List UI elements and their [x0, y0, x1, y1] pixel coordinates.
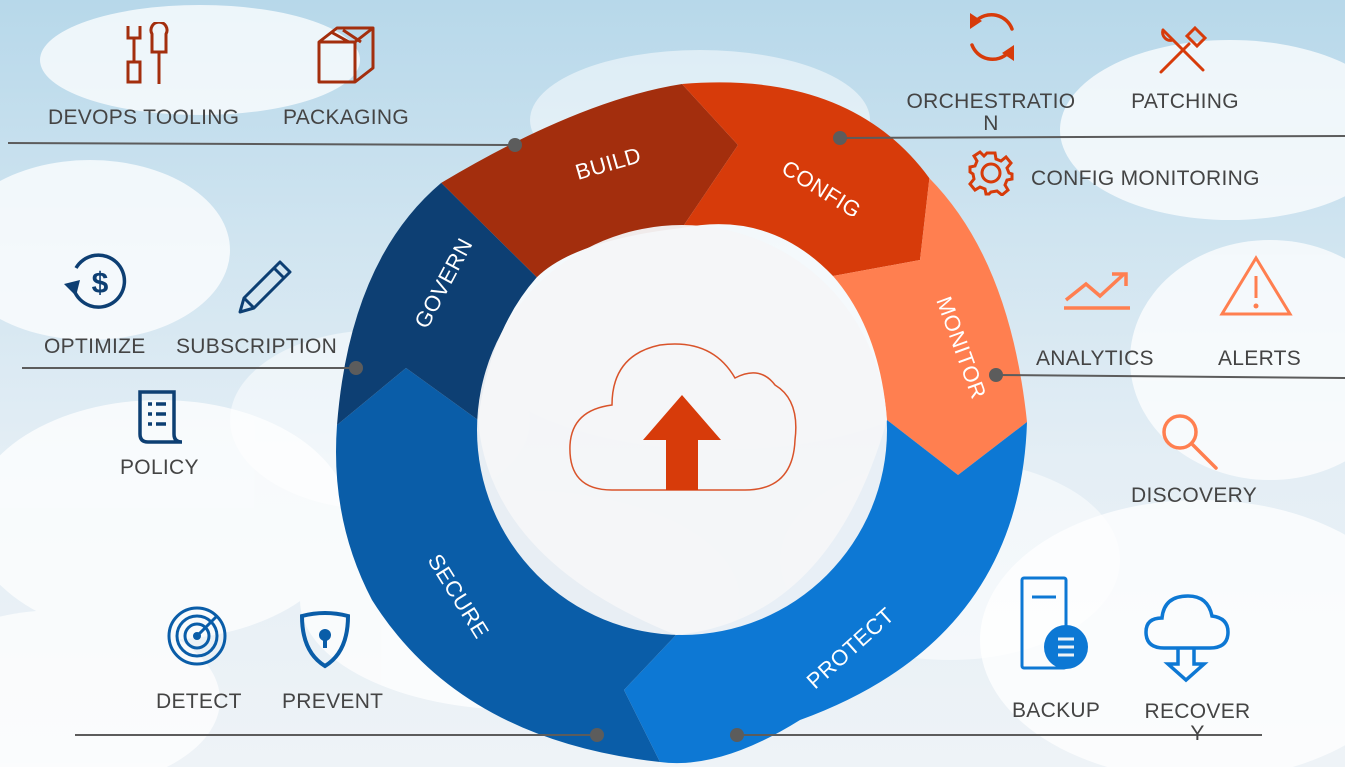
- label-analytics: ANALYTICS: [1036, 347, 1154, 370]
- label-patching: PATCHING: [1131, 90, 1239, 113]
- label-detect: DETECT: [156, 690, 242, 713]
- connector-dot-build: [508, 138, 522, 152]
- label-devops-tooling: DEVOPS TOOLING: [48, 106, 240, 129]
- label-packaging: PACKAGING: [283, 106, 410, 129]
- label-backup: BACKUP: [1012, 699, 1101, 722]
- segment-config[interactable]: [682, 82, 930, 276]
- svg-text:$: $: [92, 267, 109, 300]
- shield-lock-icon: [299, 611, 351, 669]
- connector-config: [839, 135, 1345, 139]
- connector-dot-config: [833, 131, 847, 145]
- connector-build: [7, 142, 516, 146]
- alert-triangle-icon: [1219, 255, 1293, 316]
- gear-icon: [968, 150, 1014, 196]
- trend-chart-icon: [1064, 272, 1130, 310]
- segment-secure[interactable]: [336, 368, 676, 762]
- label-optimize: OPTIMIZE: [44, 335, 146, 358]
- tools-icon: [126, 22, 169, 84]
- package-box-icon: [317, 26, 375, 84]
- label-orchestration: ORCHESTRATION: [906, 90, 1076, 135]
- pencil-icon: [238, 260, 292, 314]
- label-recovery: RECOVERY: [1144, 700, 1251, 745]
- label-subscription: SUBSCRIPTION: [176, 335, 338, 358]
- label-discovery: DISCOVERY: [1131, 484, 1258, 507]
- label-prevent: PREVENT: [282, 690, 384, 713]
- wrench-screwdriver-icon: [1159, 25, 1208, 74]
- connector-dot-monitor: [989, 368, 1003, 382]
- label-config-monitoring: CONFIG MONITORING: [1031, 167, 1260, 190]
- connector-dot-govern: [349, 361, 363, 375]
- segment-govern[interactable]: [337, 182, 537, 425]
- radar-target-icon: [167, 606, 227, 666]
- segment-monitor[interactable]: [833, 178, 1027, 475]
- label-alerts: ALERTS: [1218, 347, 1302, 370]
- connector-dot-protect: [730, 728, 744, 742]
- connector-dot-secure: [590, 728, 604, 742]
- document-list-icon: [138, 390, 183, 444]
- refresh-cycle-icon: [970, 12, 1014, 62]
- dollar-cycle-icon: $: [64, 253, 127, 309]
- magnifier-icon: [1162, 414, 1218, 470]
- server-backup-icon: [1020, 576, 1088, 670]
- cloud-download-icon: [1144, 594, 1230, 683]
- segment-protect[interactable]: [624, 420, 1027, 764]
- label-policy: POLICY: [120, 456, 199, 479]
- connector-monitor: [995, 374, 1345, 379]
- cloud-upload-icon: [569, 343, 797, 491]
